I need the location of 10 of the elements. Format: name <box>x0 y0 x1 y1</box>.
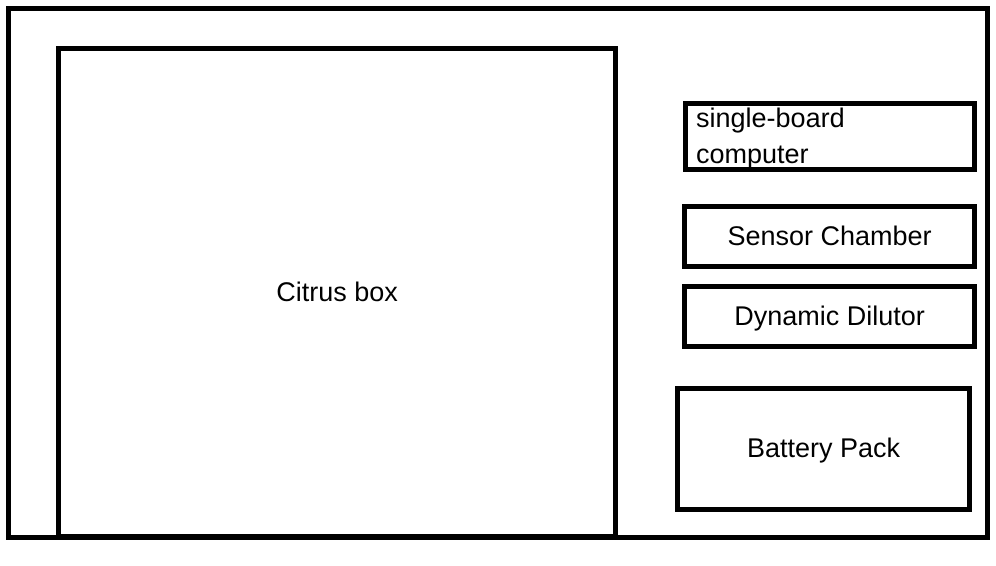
enclosure-box <box>6 6 990 540</box>
component-box <box>682 204 977 269</box>
component-box <box>675 386 972 512</box>
component-label: single-board computer <box>696 102 846 170</box>
component-label: Citrus box <box>276 276 398 309</box>
component-label: Sensor Chamber <box>727 220 932 253</box>
component-box <box>683 101 977 172</box>
component-label: Dynamic Dilutor <box>734 300 925 333</box>
component-box <box>682 284 977 349</box>
component-label: Battery Pack <box>746 432 900 466</box>
